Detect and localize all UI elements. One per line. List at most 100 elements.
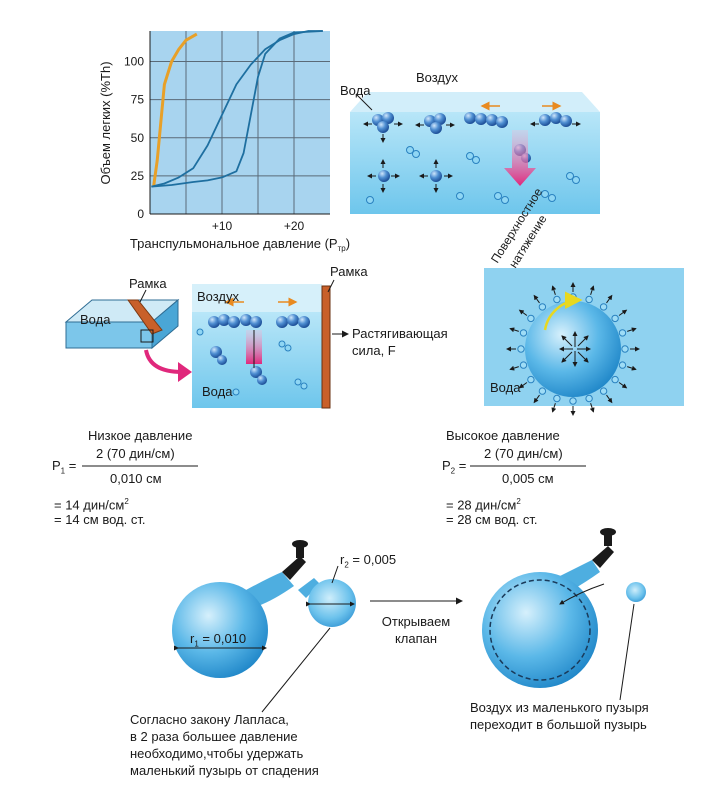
- label-water-tray: Вода: [80, 312, 111, 327]
- frame-bar: [321, 285, 331, 409]
- outward-arrow: [618, 309, 628, 316]
- outward-arrow: [551, 403, 557, 413]
- frame-experiment: [64, 279, 349, 409]
- valve-left: [282, 546, 306, 580]
- chart-series: [151, 30, 323, 188]
- outward-arrow: [627, 327, 637, 333]
- previous-size-outline: [489, 579, 591, 681]
- eq-right-result-1: = 28 дин/см2: [446, 497, 521, 513]
- tray-frame-bar: [127, 299, 163, 335]
- bubble-pair-after: [482, 528, 646, 701]
- small-bubble-after: [626, 582, 646, 602]
- label-r2: r2 = 0,005: [340, 552, 397, 570]
- label-stretch-force-2: сила, F: [352, 343, 396, 358]
- label-stretch-force-1: Растягивающая: [352, 326, 448, 341]
- droplet-surface-molecules: [506, 282, 640, 416]
- ramka-right-pointer: [327, 279, 335, 293]
- zoom-air: [192, 284, 322, 312]
- surface-molecule: [517, 345, 525, 353]
- chart-grid: [150, 31, 330, 214]
- transfer-line-1: Воздух из маленького пузыря: [470, 700, 649, 715]
- label-r1: r1 = 0,010: [190, 631, 247, 649]
- outward-arrow: [606, 394, 613, 404]
- surface-molecule: [553, 295, 561, 304]
- laplace-line-1: Согласно закону Лапласа,: [130, 712, 289, 727]
- laplace-line-4: маленький пузырь от спадения: [130, 763, 319, 778]
- outward-arrow: [589, 285, 595, 295]
- inward-pull-arrow: [504, 130, 536, 186]
- laplace-pointer: [261, 627, 331, 713]
- eq-right-result-2: = 28 см вод. ст.: [446, 512, 538, 527]
- outward-arrow: [551, 285, 557, 295]
- series-line: [152, 32, 198, 187]
- surface-molecule: [569, 397, 577, 405]
- y-tick-label: 100: [124, 55, 144, 69]
- chart-plot-area: [150, 31, 330, 214]
- outward-arrow: [589, 403, 595, 413]
- laplace-line-3: необходимо,чтобы удержать: [130, 746, 304, 761]
- label-open-valve-2: клапан: [394, 631, 438, 646]
- x-tick-labels: +10+20: [212, 219, 305, 233]
- y-tick-label: 0: [137, 207, 144, 221]
- surface-molecule: [538, 387, 547, 395]
- y-axis-label: Объем легких (%Th): [98, 61, 113, 184]
- droplet-inner-arrows: [559, 331, 591, 367]
- surface-molecule: [527, 375, 535, 384]
- surface-molecule: [527, 314, 535, 323]
- series-line: [151, 30, 323, 188]
- eq-right-numerator: 2 (70 дин/см): [484, 446, 563, 461]
- water-pointer-line: [355, 93, 373, 111]
- label-open-valve-1: Открываем: [381, 614, 451, 629]
- outward-arrow: [518, 382, 528, 389]
- surface-molecule: [621, 345, 629, 353]
- zoom-molecules: [208, 314, 310, 385]
- valve-right: [592, 534, 614, 568]
- eq-left-result-1: = 14 дин/см2: [54, 497, 129, 513]
- small-bubble-neck: [298, 578, 320, 598]
- water-slab-top: [350, 92, 600, 112]
- outward-arrow: [533, 294, 540, 304]
- surface-molecule: [519, 361, 528, 369]
- valve-knob-right: [600, 528, 616, 536]
- eq-left-denominator: 0,010 см: [110, 471, 162, 486]
- zoom-arrowhead: [178, 362, 192, 382]
- outward-arrow: [533, 394, 540, 404]
- eq-right-denominator: 0,005 см: [502, 471, 554, 486]
- ramka-left-pointer: [139, 289, 147, 303]
- surface-molecule: [553, 394, 561, 403]
- laplace-line-2: в 2 раза большее давление: [130, 729, 298, 744]
- large-bubble-neck: [246, 572, 294, 606]
- label-water-droplet: Вода: [490, 380, 521, 395]
- surface-molecule: [611, 314, 619, 323]
- zoom-arrow: [144, 349, 183, 374]
- eq-left-result-2: = 14 см вод. ст.: [54, 512, 146, 527]
- x-axis-label: Транспульмональное давление (Pтр): [130, 236, 350, 253]
- label-air-top: Воздух: [416, 70, 459, 85]
- large-bubble-after: [482, 572, 598, 688]
- eq-left-title: Низкое давление: [88, 428, 193, 443]
- surface-molecule: [611, 375, 619, 384]
- r2-pointer: [331, 565, 339, 584]
- valve-knob-left: [292, 540, 308, 548]
- bubble-pair-before: [172, 540, 356, 713]
- label-frame-right: Рамка: [330, 264, 368, 279]
- surface-molecule: [599, 303, 608, 311]
- droplet-diagram: [484, 268, 684, 416]
- tray-zoom-box: [140, 329, 154, 343]
- x-tick-label: +10: [212, 219, 233, 233]
- y-tick-label: 50: [131, 131, 145, 145]
- zoom-small-molecules: [196, 328, 308, 396]
- outward-arrow: [509, 327, 519, 333]
- small-bubble: [308, 579, 356, 627]
- small-water-molecules: [366, 146, 580, 204]
- transfer-pointer: [619, 603, 635, 701]
- tray-side: [151, 298, 179, 350]
- surface-molecule: [585, 295, 593, 304]
- outward-arrow: [606, 294, 613, 304]
- eq-right-p: P2 =: [442, 458, 467, 476]
- label-frame-left: Рамка: [129, 276, 167, 291]
- transfer-line-2: переходит в большой пузырь: [470, 717, 647, 732]
- surface-molecule: [599, 387, 608, 395]
